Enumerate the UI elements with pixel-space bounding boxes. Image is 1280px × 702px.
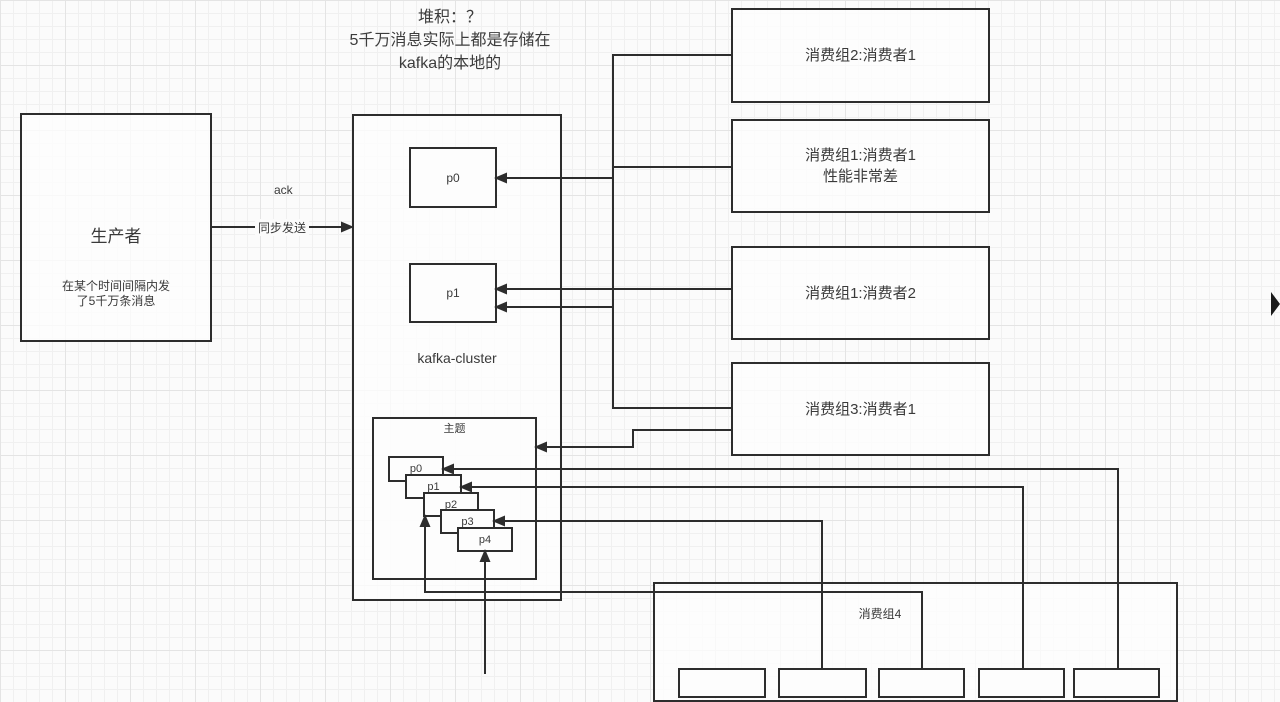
annotation-line-3: kafka的本地的 bbox=[398, 55, 502, 72]
group4-consumer-box-2 bbox=[778, 668, 867, 698]
consumer-group1-consumer2-label: 消费组1:消费者2 bbox=[805, 284, 916, 302]
producer-title: 生产者 bbox=[90, 227, 142, 246]
consumer-group1-consumer1-label: 消费组1:消费者1 bbox=[805, 147, 916, 164]
cursor-triangle-icon bbox=[1271, 292, 1280, 316]
consumer-group2-consumer1-label: 消费组2:消费者1 bbox=[805, 47, 916, 64]
sync-send-label: 同步发送 bbox=[255, 219, 310, 236]
ack-label: ack bbox=[274, 183, 293, 197]
consumer-group2-consumer1-box: 消费组2:消费者1 bbox=[731, 8, 990, 103]
connector-consumer-trunk bbox=[612, 54, 731, 409]
kafka-cluster-label: kafka-cluster bbox=[417, 350, 497, 366]
consumer-group3-consumer1-label: 消费组3:消费者1 bbox=[805, 400, 916, 418]
group4-consumer-box-5 bbox=[1073, 668, 1160, 698]
partition-p0-label: p0 bbox=[446, 170, 460, 185]
partition-p0-box: p0 bbox=[409, 147, 497, 208]
producer-note-line-1: 在某个时间间隔内发 bbox=[61, 279, 170, 293]
topic-partition-p3-label: p3 bbox=[461, 515, 474, 528]
consumer-group3-consumer1-box: 消费组3:消费者1 bbox=[731, 362, 990, 456]
annotation-line-1: 堆积：？ bbox=[417, 9, 482, 26]
group4-consumer-box-3 bbox=[878, 668, 965, 698]
topic-label: 主题 bbox=[443, 423, 466, 435]
producer-note-line-2: 了5千万条消息 bbox=[76, 294, 156, 308]
topic-partition-p1-label: p1 bbox=[427, 480, 440, 493]
group4-consumer-box-1 bbox=[678, 668, 766, 698]
producer-box: 生产者 在某个时间间隔内发 了5千万条消息 bbox=[20, 113, 212, 342]
topic-partition-p0-label: p0 bbox=[409, 463, 423, 475]
consumer-group4-label: 消费组4 bbox=[858, 607, 902, 621]
topic-partition-p4-label: p4 bbox=[478, 533, 492, 546]
annotation-text: 堆积：？ 5千万消息实际上都是存储在 kafka的本地的 bbox=[300, 6, 600, 75]
connector-group3-to-topic bbox=[534, 429, 731, 453]
group4-consumer-box-4 bbox=[978, 668, 1065, 698]
partition-p1-box: p1 bbox=[409, 263, 497, 323]
consumer-group1-consumer2-box: 消费组1:消费者2 bbox=[731, 246, 990, 340]
consumer-group1-consumer1-note: 性能非常差 bbox=[822, 168, 898, 185]
consumer-group1-consumer1-box: 消费组1:消费者1 性能非常差 bbox=[731, 119, 990, 213]
partition-p1-label: p1 bbox=[446, 286, 460, 300]
topic-partition-p4-box: p4 bbox=[457, 527, 513, 552]
annotation-line-2: 5千万消息实际上都是存储在 bbox=[349, 32, 551, 49]
